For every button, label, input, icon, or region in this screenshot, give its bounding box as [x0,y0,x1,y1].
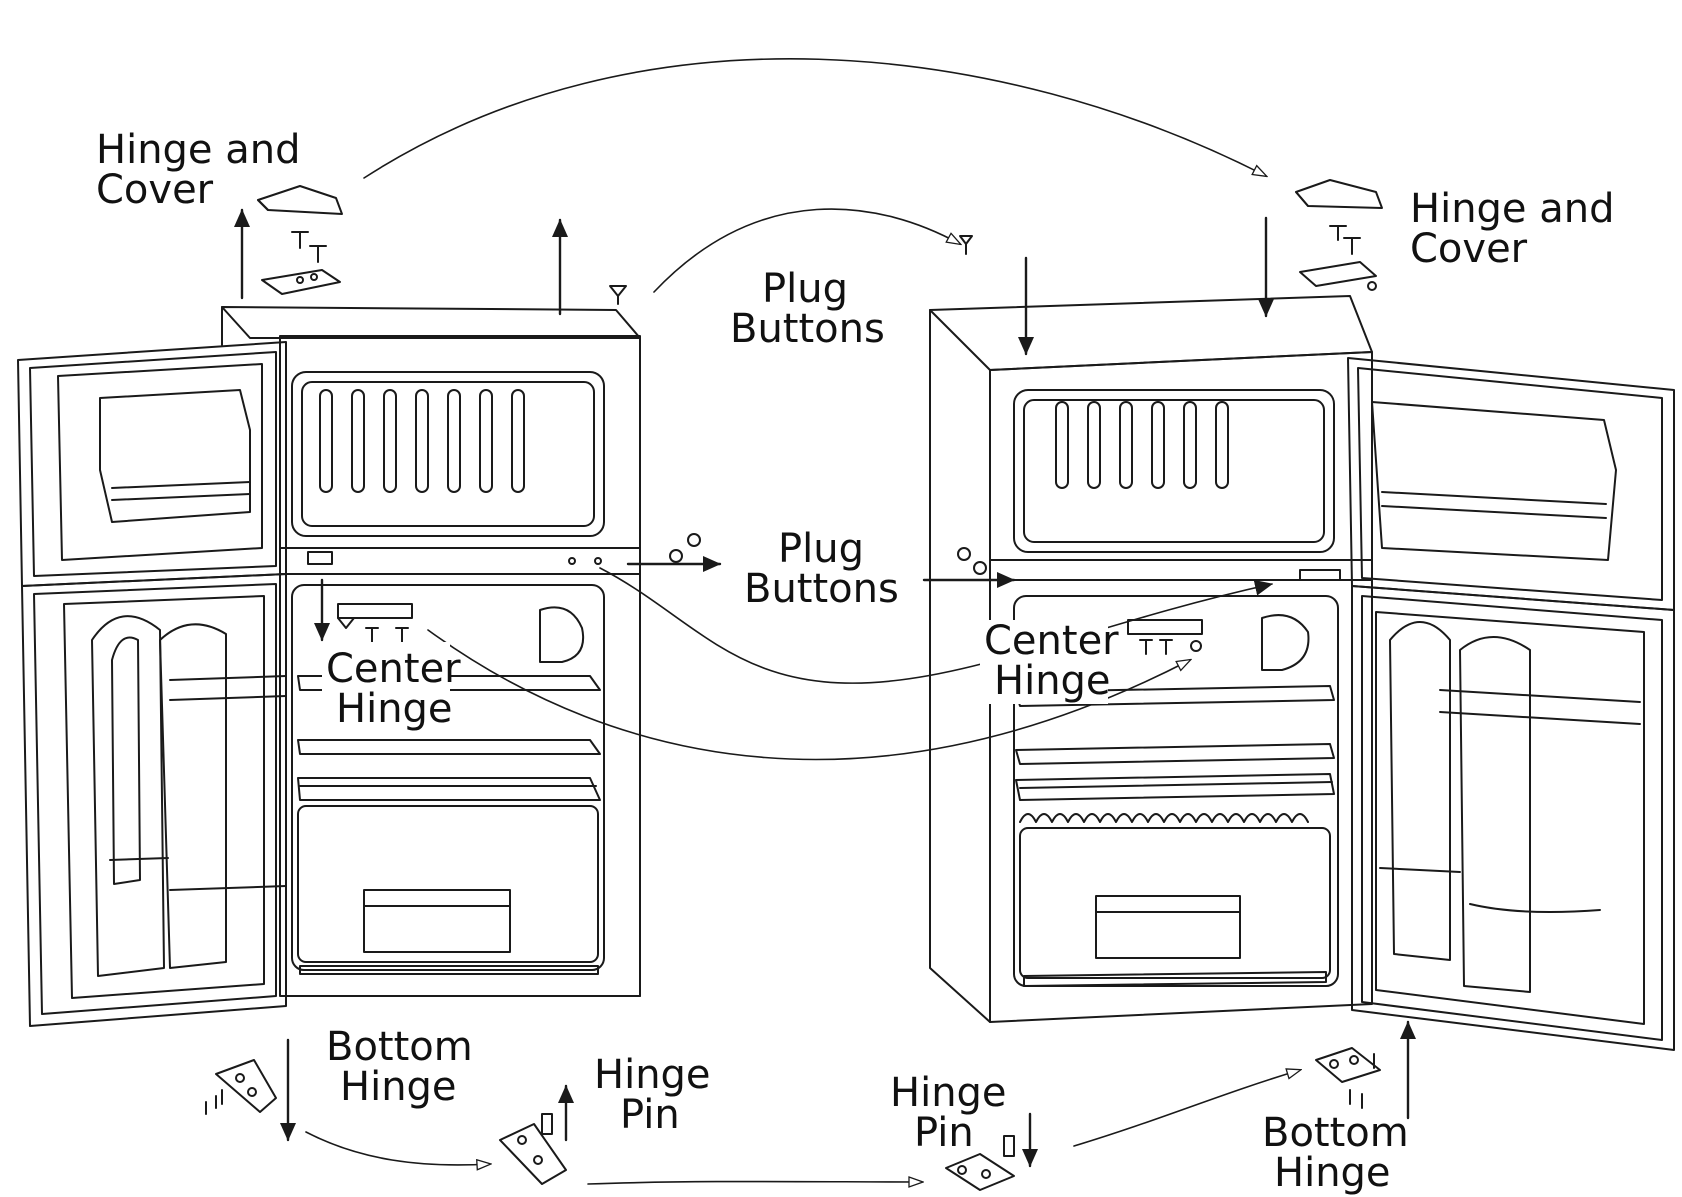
left-hinge-pin-part [499,1113,567,1185]
label-center-hinge-left-1: Center [326,646,461,692]
label-bottom-hinge-right-1: Bottom [1262,1110,1409,1156]
right-center-hinge-part [1127,569,1341,655]
solid-arrows [234,208,1416,1168]
right-bottom-hinge-part [1315,1047,1381,1109]
labels: Hinge and Cover Hinge and Cover Plug But… [96,127,1615,1196]
label-plug-buttons-mid-2: Buttons [744,566,899,612]
right-freezer-ribs [1055,401,1229,489]
label-center-hinge-left-2: Hinge [336,686,453,732]
label-bottom-hinge-left-2: Hinge [340,1064,457,1110]
right-fridge [929,295,1675,1051]
label-bottom-hinge-right-2: Hinge [1274,1150,1391,1196]
plug-button-part-mid [669,533,987,575]
arrows [305,58,1300,1184]
label-hinge-pin-right-2: Pin [914,1110,974,1156]
label-hinge-pin-left-1: Hinge [594,1052,711,1098]
left-hinge-cover-part [257,185,343,295]
plug-button-part-top [609,235,973,305]
left-center-hinge-part [307,551,413,643]
label-plug-buttons-top-1: Plug [762,266,848,312]
label-center-hinge-right-2: Hinge [994,658,1111,704]
label-hinge-cover-left-2: Cover [96,167,214,213]
label-hinge-cover-left-1: Hinge and [96,127,301,173]
label-plug-buttons-mid-1: Plug [778,526,864,572]
left-freezer-ribs [319,389,525,493]
label-center-hinge-right-1: Center [984,618,1119,664]
label-plug-buttons-top-2: Buttons [730,306,885,352]
label-hinge-pin-left-2: Pin [620,1092,680,1138]
label-hinge-pin-right-1: Hinge [890,1070,1007,1116]
left-bottom-hinge-part [205,1059,277,1115]
right-hinge-pin-part [945,1135,1015,1191]
label-hinge-cover-right-1: Hinge and [1410,186,1615,232]
left-fridge [17,306,641,1027]
label-bottom-hinge-left-1: Bottom [326,1024,473,1070]
label-hinge-cover-right-2: Cover [1410,226,1528,272]
right-hinge-cover-part [1295,179,1383,291]
